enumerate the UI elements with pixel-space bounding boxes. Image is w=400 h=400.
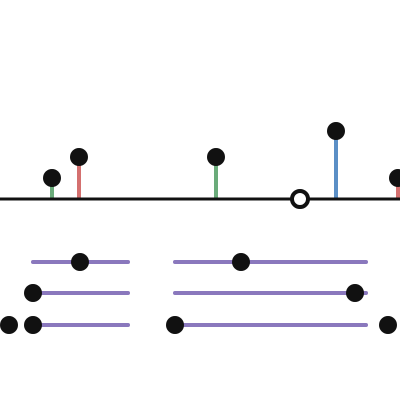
interval-marker-right-3a — [166, 316, 184, 334]
stem-marker-5 — [389, 169, 400, 187]
interval-marker-left-2 — [24, 284, 42, 302]
stem-marker-2 — [70, 148, 88, 166]
interval-marker-left-3b — [24, 316, 42, 334]
interval-panel — [0, 253, 397, 334]
interval-marker-right-2 — [346, 284, 364, 302]
stem-marker-3 — [207, 148, 225, 166]
interval-marker-left-1 — [71, 253, 89, 271]
stem-marker-1 — [43, 169, 61, 187]
interval-marker-right-1 — [232, 253, 250, 271]
open-marker — [290, 189, 310, 209]
stem-panel — [0, 122, 400, 209]
stem-marker-4 — [327, 122, 345, 140]
interval-marker-left-3a — [0, 316, 18, 334]
interval-marker-right-3b — [379, 316, 397, 334]
